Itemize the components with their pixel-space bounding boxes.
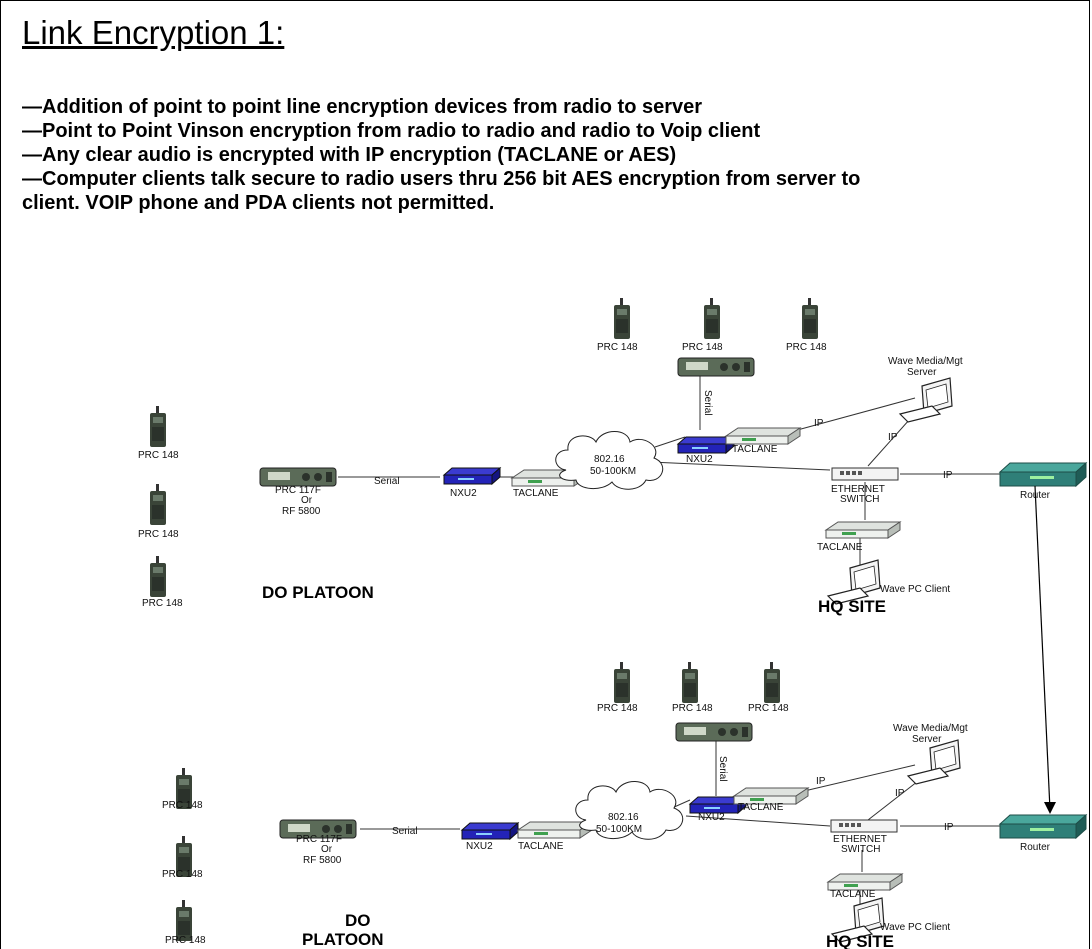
radio-label: PRC 148 [142,598,183,609]
router-icon [999,814,1087,839]
taclane-label: TACLANE [830,889,876,900]
handheld-radio-icon [682,662,698,703]
switch-label: ETHERNET [833,834,887,845]
switch-label: SWITCH [841,844,880,855]
handheld-radio-icon [614,662,630,703]
serial-label-vertical: Serial [702,390,713,416]
arrowhead [1044,802,1056,814]
slide-title: Link Encryption 1: [22,14,285,51]
site-label: DO [345,911,371,930]
radio-label: PRC 148 [597,342,638,353]
radio-label: PRC 148 [165,935,206,946]
radio-label: PRC 148 [672,703,713,714]
taclane-label: TACLANE [817,542,863,553]
router-link-line [1034,485,1051,811]
ip-label: IP [888,432,898,443]
ip-link-line [799,764,916,793]
manpack-label: RF 5800 [282,506,321,517]
manpack-label: PRC 117F [296,834,342,845]
ip-link-line [867,777,923,821]
ip-label: IP [816,776,826,787]
nxu2-device-icon [443,467,501,485]
serial-label: Serial [374,476,400,487]
manpack-label: Or [321,844,333,855]
switch-label: ETHERNET [831,484,885,495]
handheld-radio-icon [802,298,818,339]
cloud-label: 50-100KM [596,824,642,835]
server-label: Wave Media/Mgt [888,356,963,367]
handheld-radio-icon [704,298,720,339]
server-computer-icon [907,739,961,785]
cloud-label: 50-100KM [590,466,636,477]
serial-label: Serial [392,826,418,837]
server-label: Server [907,367,937,378]
radio-label: PRC 148 [138,529,179,540]
taclane-label: TACLANE [738,802,784,813]
manpack-label: Or [301,495,313,506]
site-label: HQ SITE [818,597,886,616]
radio-label: PRC 148 [162,869,203,880]
radio-label: PRC 148 [682,342,723,353]
nxu-label: NXU2 [698,812,725,823]
nxu-label: NXU2 [450,488,477,499]
ethernet-switch-icon [831,467,899,481]
taclane-label: TACLANE [732,444,778,455]
manpack-label: PRC 117F [275,485,321,496]
site-label: HQ SITE [826,932,894,949]
manpack-radio-icon [259,467,337,487]
cloud-label: 802.16 [608,812,639,823]
manpack-radio-icon [677,357,755,377]
router-label: Router [1020,842,1051,853]
router-icon [999,462,1087,487]
handheld-radio-icon [150,406,166,447]
site-label: DO PLATOON [262,583,374,602]
server-label: Wave Media/Mgt [893,723,968,734]
cloud-label: 802.16 [594,454,625,465]
manpack-radio-icon [675,722,753,742]
diagram-bottom: PRC 148 PRC 148 PRC 148 PRC 148 PRC 148 … [162,662,1087,949]
bullet-item: —Any clear audio is encrypted with IP en… [22,144,677,166]
link-line [654,436,686,448]
taclane-encryptor-icon [725,427,801,445]
bullet-item: —Addition of point to point line encrypt… [22,96,703,118]
taclane-encryptor-icon [825,521,901,539]
handheld-radio-icon [614,298,630,339]
nxu-label: NXU2 [686,454,713,465]
radio-label: PRC 148 [786,342,827,353]
server-label: Server [912,734,942,745]
bullet-item: —Point to Point Vinson encryption from r… [22,120,761,142]
ip-label: IP [895,788,905,799]
link-line [685,815,831,827]
radio-label: PRC 148 [138,450,179,461]
handheld-radio-icon [764,662,780,703]
ethernet-switch-icon [830,819,898,833]
link-line [649,461,831,471]
ip-label: IP [943,470,953,481]
radio-label: PRC 148 [597,703,638,714]
taclane-label: TACLANE [513,488,559,499]
radio-label: PRC 148 [162,800,203,811]
bullet-list: —Addition of point to point line encrypt… [22,95,882,215]
handheld-radio-icon [150,556,166,597]
pc-client-label: Wave PC Client [880,922,950,933]
diagram-top: PRC 148 PRC 148 PRC 148 PRC 148 PRC 148 … [138,298,1087,616]
manpack-label: RF 5800 [303,855,342,866]
ip-label: IP [814,418,824,429]
serial-label-vertical: Serial [717,756,728,782]
bullet-item: —Computer clients talk secure to radio u… [22,168,861,214]
taclane-encryptor-icon [827,873,903,891]
ip-label: IP [944,822,954,833]
switch-label: SWITCH [840,494,879,505]
handheld-radio-icon [150,484,166,525]
site-label: PLATOON [302,930,384,949]
nxu2-device-icon [461,822,519,840]
pc-client-label: Wave PC Client [880,584,950,595]
taclane-label: TACLANE [518,841,564,852]
radio-label: PRC 148 [748,703,789,714]
ip-link-line [789,397,916,433]
nxu-label: NXU2 [466,841,493,852]
